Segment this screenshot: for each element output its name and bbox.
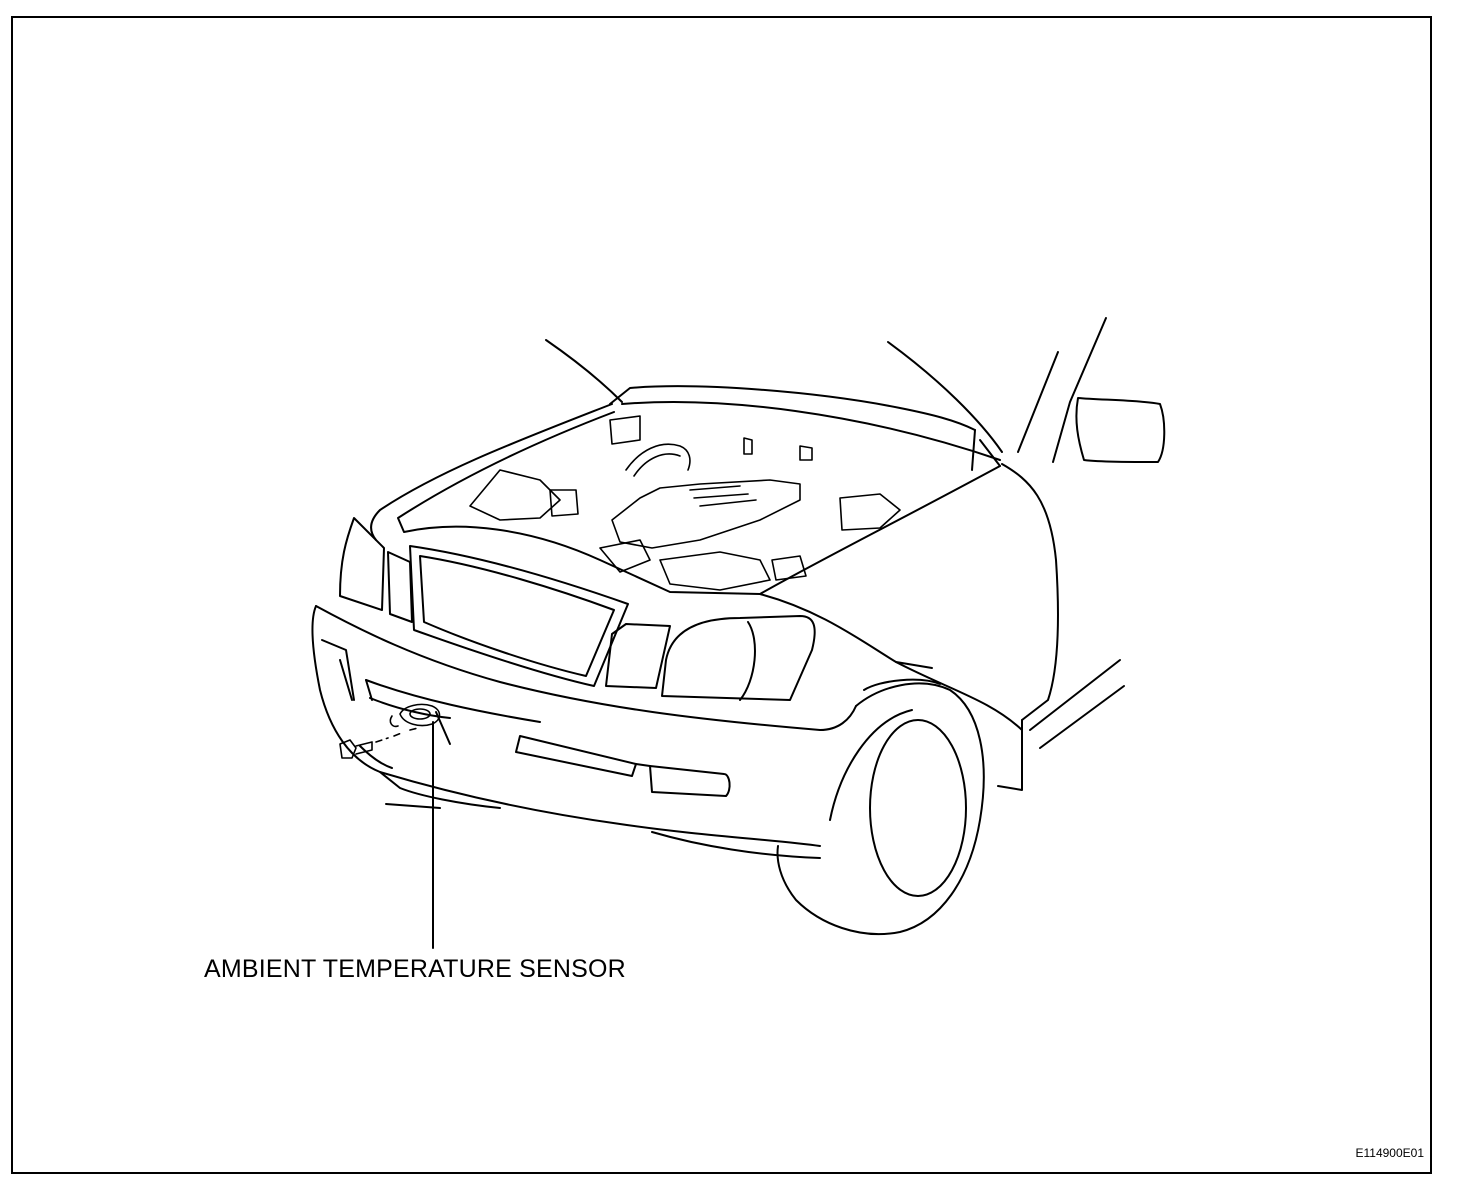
windshield-pillar [1017, 317, 1166, 463]
fender [759, 463, 1125, 791]
front-wheel [776, 678, 985, 936]
figure-code: E114900E01 [1355, 1146, 1424, 1160]
headlamp-left [339, 517, 413, 623]
sensor-bolt [339, 727, 419, 759]
ambient-temperature-sensor-label: AMBIENT TEMPERATURE SENSOR [204, 955, 626, 983]
front-bumper [311, 605, 857, 859]
headlamp-right [605, 615, 816, 701]
engine-bay [370, 403, 1001, 595]
engine-components [469, 415, 901, 591]
diagram-frame [11, 16, 1432, 1174]
ambient-temperature-sensor [389, 703, 441, 728]
grille [409, 545, 629, 687]
hood [545, 339, 1003, 461]
